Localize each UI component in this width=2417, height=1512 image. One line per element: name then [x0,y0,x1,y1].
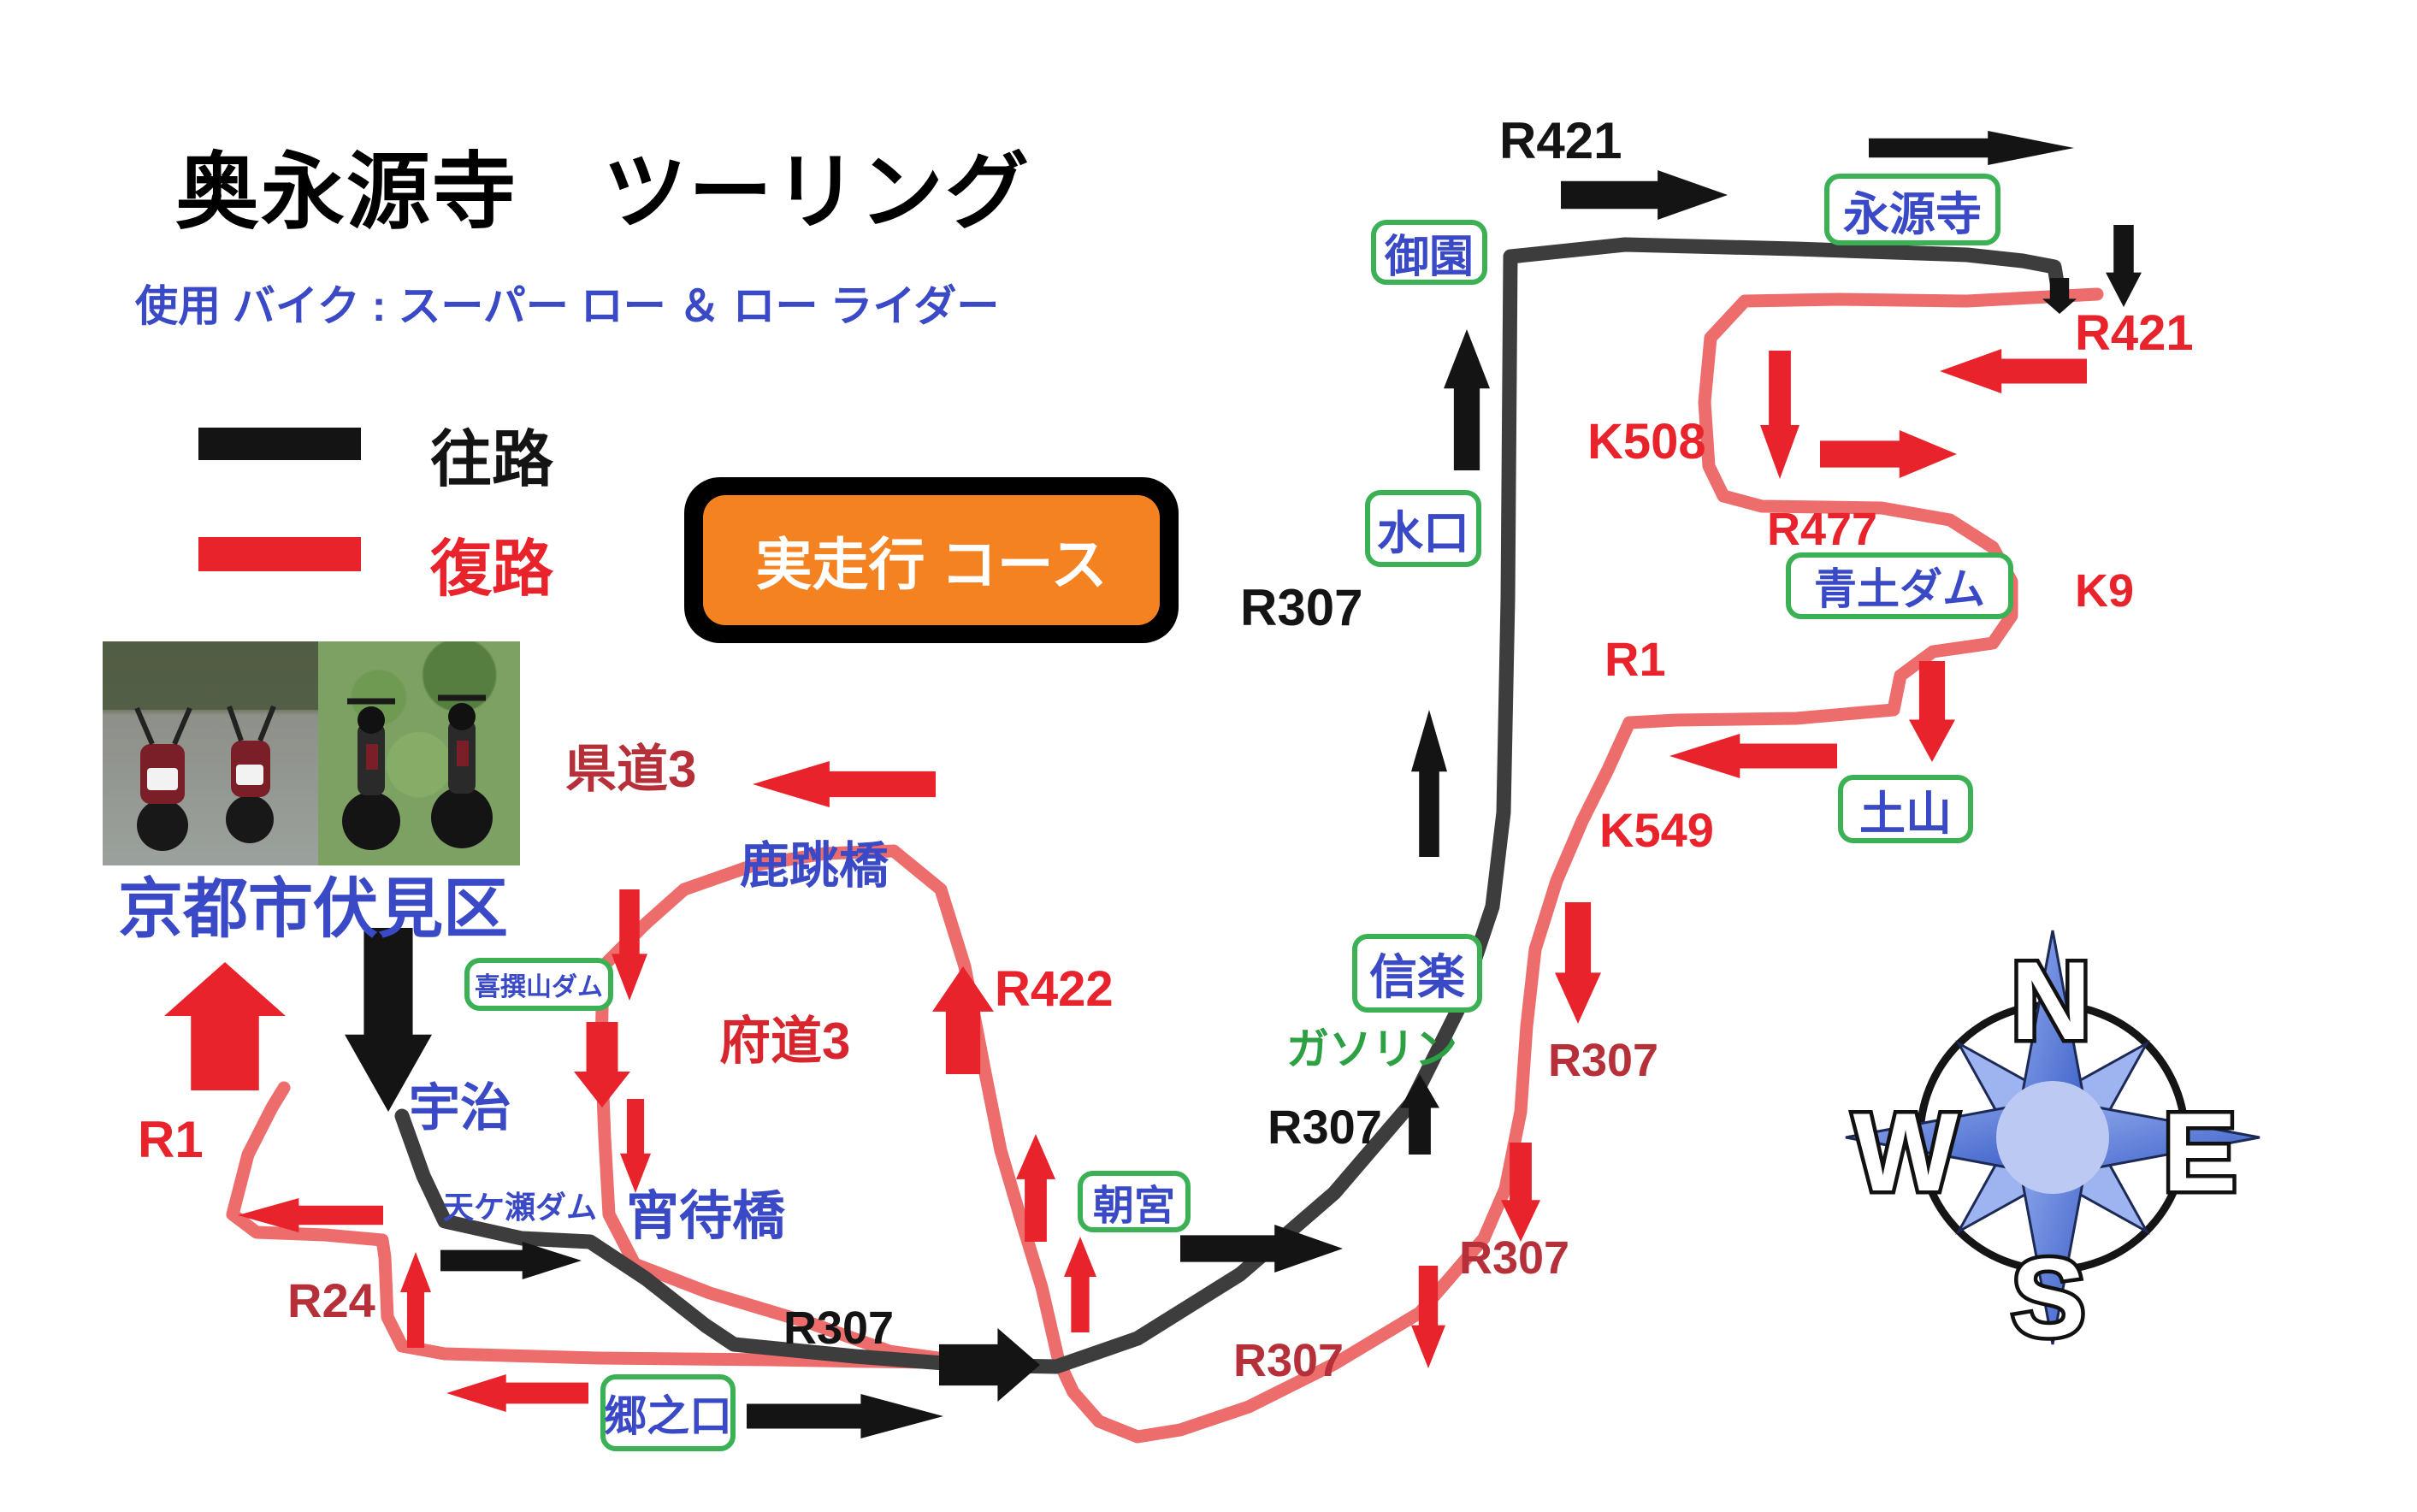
label-gasoline: ガソリン [1286,1025,1457,1073]
legend-outbound-label: 往路 [430,426,554,494]
arrow-black-up-mid [1411,710,1447,857]
course-badge-label: 実走行 コース [703,495,1160,625]
arrow-red-up-asamiya-west [1016,1134,1055,1242]
label-fudo3: 府道3 [719,1013,851,1070]
arrow-red-right-k508 [1820,430,1957,478]
label-r307-red-middle: R307 [1459,1232,1570,1284]
label-r307-black-middle: R307 [1268,1100,1382,1154]
label-k9: K9 [2075,565,2135,617]
arrow-black-right-r307-line [939,1328,1040,1402]
label-k508: K508 [1587,414,1706,470]
arrow-red-down-r307-lower [1411,1266,1445,1368]
label-r477: R477 [1767,504,1878,555]
label-uji: 宇治 [409,1079,511,1137]
motorcycles-front-illustration [342,694,493,850]
label-r421-red: R421 [2075,305,2194,361]
arrow-red-up-asamiya-south [1064,1237,1096,1332]
place-box-misono: 御園 [1371,220,1487,285]
arrow-red-left-gonokuchi [446,1374,588,1412]
label-r24: R24 [287,1273,375,1327]
arrow-red-down-k508 [1760,351,1799,479]
compass-rose: N W E S [1845,930,2260,1364]
label-amagase-dam: 天ケ瀬ダム [443,1190,598,1225]
label-r1-west: R1 [138,1111,204,1168]
compass-s-label: S [2012,1235,2086,1360]
arrow-red-down-fudo3-b [574,1022,630,1107]
arrow-black-down-uji [345,928,432,1112]
legend-outbound-swatch [198,428,361,460]
label-yoimachi-bridge: 宵待橋 [626,1187,786,1246]
place-box-minakuchi: 水口 [1365,490,1481,567]
label-r307-black-upper: R307 [1240,579,1363,636]
arrow-red-up-r24 [400,1252,431,1348]
arrow-black-right-gonokuchi [747,1394,943,1438]
arrow-red-up-r422 [932,966,994,1074]
arrow-red-left-r1 [1669,734,1837,778]
place-box-aodo-dam: 青土ダム [1786,552,2013,619]
arrow-black-up-gasoline [1400,1074,1439,1155]
arrow-black-right-r421 [1561,170,1728,220]
label-r307-red-lower: R307 [1233,1335,1344,1386]
arrow-black-right-asamiya [1180,1225,1343,1273]
label-k549: K549 [1599,803,1714,857]
arrow-red-left-kendo3 [753,761,936,807]
course-badge: 実走行 コース [684,477,1179,643]
page-title: 奥永源寺 ツーリング [175,145,1031,239]
label-r307-black-lower: R307 [783,1302,895,1354]
arrow-black-right-amagase [440,1242,582,1279]
place-box-gonokuchi: 郷之口 [600,1374,736,1451]
place-box-kisenyama-dam: 喜撰山ダム [464,958,613,1011]
label-shishitobi-bridge: 鹿跳橋 [740,838,889,894]
arrow-red-down-r307-upper [1555,902,1601,1024]
arrow-black-right-topright [1869,131,2074,165]
arrow-red-left-r421 [1940,349,2087,393]
compass-n-label: N [2011,938,2091,1063]
label-r307-red-upper: R307 [1548,1035,1659,1086]
place-box-tsuchiyama: 土山 [1838,775,1973,843]
compass-center [1996,1081,2109,1194]
arrow-red-up-r1-big [164,962,286,1090]
place-box-eigenji: 永源寺 [1824,174,2000,245]
motorcycles-rear-illustration [103,641,318,851]
arrow-red-down-tsuchiyama [1909,661,1955,762]
arrow-black-down-route-end [2042,278,2077,314]
compass-e-label: E [2163,1090,2237,1214]
photo-motorcycles-rear [103,641,318,865]
label-kendo3: 県道3 [565,741,697,798]
place-box-shigaraki: 信楽 [1352,934,1482,1013]
legend-return-label: 復路 [430,535,554,604]
arrow-red-down-r307-middle [1501,1143,1540,1242]
page-subtitle: 使用 バイク : スーパー ロー ＆ ロー ライダー [135,282,1000,330]
compass-w-label: W [1853,1090,1959,1214]
arrow-red-left-r1-west [238,1198,383,1232]
label-kyoto-fushimi: 京都市伏見区 [118,873,508,946]
label-r422: R422 [995,961,1114,1017]
legend-return-swatch [198,537,361,571]
arrow-red-down-fudo3-c [620,1099,651,1193]
label-r1-east: R1 [1604,632,1666,686]
place-box-asamiya: 朝宮 [1078,1171,1191,1232]
arrow-red-down-fudo3-a [612,889,647,1001]
photo-motorcycles-front [318,641,520,865]
arrow-black-down-farright [2106,225,2142,307]
label-r421-black: R421 [1499,112,1622,169]
arrow-black-up-misono [1444,329,1490,470]
